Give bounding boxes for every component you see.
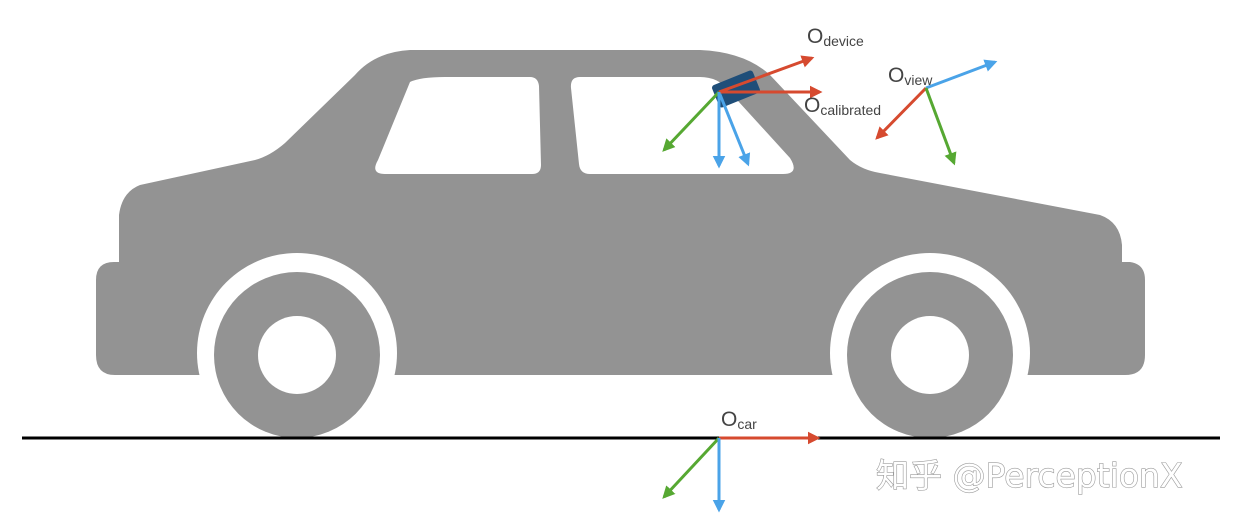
front-window (570, 77, 794, 174)
car-y-axis-arrow (662, 436, 721, 499)
device-z-axis-arrow (717, 91, 751, 167)
view-frame-label: Oview (888, 64, 933, 88)
car-frame-label: Ocar (721, 408, 757, 432)
device-y-axis-arrow (662, 90, 721, 152)
view-x-axis-arrow (925, 59, 998, 90)
car (96, 50, 1145, 453)
view-y-axis-arrow (875, 86, 928, 140)
watermark-text: 知乎 @PerceptionX (876, 456, 1183, 495)
calibrated-frame-label: Ocalibrated (804, 94, 881, 118)
rear-hub (258, 316, 336, 394)
rear-window (375, 77, 541, 174)
device-frame-label: Odevice (807, 25, 864, 49)
device-x-axis-arrow (718, 55, 815, 94)
device-box (712, 70, 760, 108)
view-z-axis-arrow (924, 87, 957, 166)
car-frame-axes (662, 431, 821, 513)
calibrated-frame-axes (712, 85, 823, 169)
device-frame-axes (662, 55, 815, 167)
view-frame-axes (875, 59, 998, 166)
front-hub (891, 316, 969, 394)
